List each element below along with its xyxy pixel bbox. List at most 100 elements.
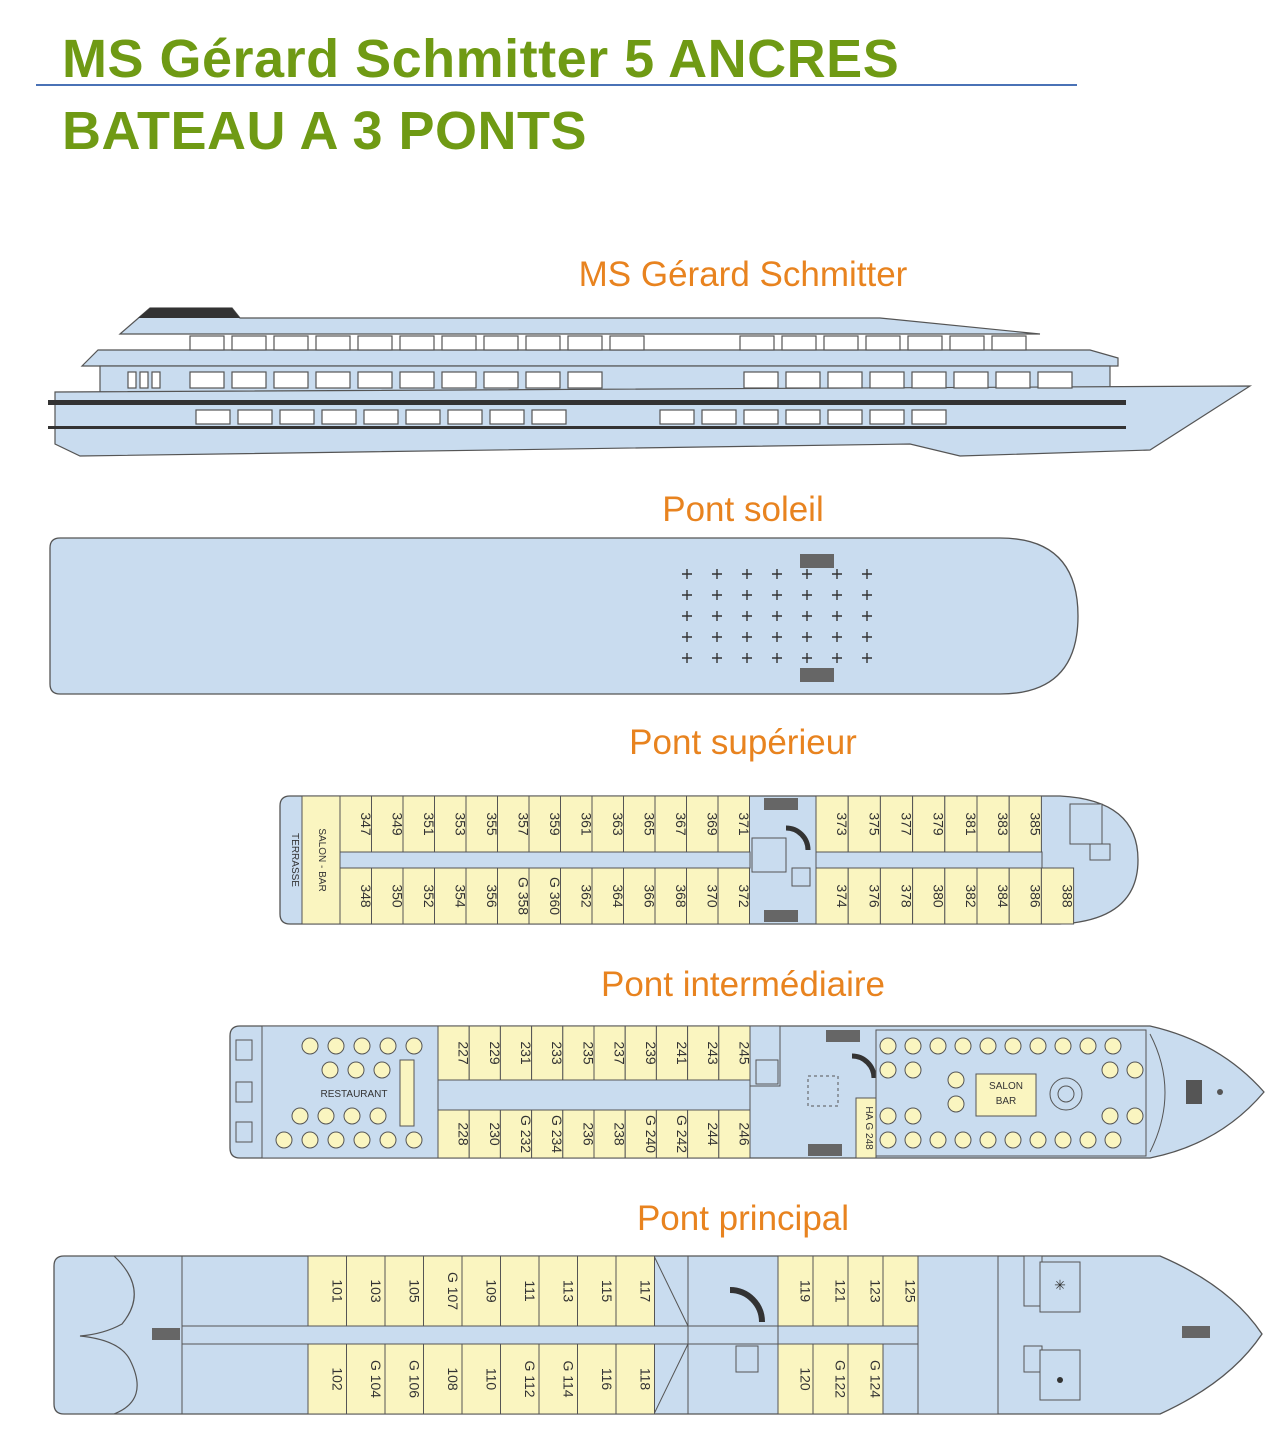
cabin <box>654 795 687 853</box>
sunlounger-mark <box>832 569 842 579</box>
porthole-window <box>315 335 351 351</box>
lounge-table <box>904 1107 922 1125</box>
sunlounger-mark <box>862 590 872 600</box>
cabin-number: 110 <box>483 1368 499 1391</box>
dining-table <box>369 1107 387 1125</box>
sunlounger-mark <box>682 632 692 642</box>
cabin-number: 119 <box>798 1280 814 1303</box>
dining-table <box>321 1061 339 1079</box>
cabin <box>339 795 372 853</box>
cabin <box>624 1109 657 1159</box>
cabin <box>1008 795 1042 853</box>
porthole-window <box>357 371 393 389</box>
porthole-window <box>659 409 695 425</box>
cabin <box>623 795 656 853</box>
dining-table <box>291 1107 309 1125</box>
cabin-number: G 234 <box>549 1115 565 1153</box>
lounge-table <box>954 1037 972 1055</box>
cabin <box>560 795 593 853</box>
sunlounger-mark <box>712 653 722 663</box>
cabin-number: 115 <box>599 1280 615 1303</box>
cabin-number: 347 <box>358 812 374 836</box>
lounge-table <box>1054 1037 1072 1055</box>
sunlounger-mark <box>682 569 692 579</box>
page-title-line1: MS Gérard Schmitter 5 ANCRES <box>62 29 900 89</box>
porthole-window <box>279 409 315 425</box>
cabin-number: G 104 <box>368 1360 384 1398</box>
cabin-number: 111 <box>522 1280 538 1301</box>
porthole-window <box>827 371 863 389</box>
dining-table <box>405 1131 423 1149</box>
cabin-number: G 106 <box>406 1360 422 1398</box>
page-title-line2: BATEAU A 3 PONTS <box>62 101 588 161</box>
cabin-number: 102 <box>329 1367 345 1391</box>
cabin <box>655 1109 689 1159</box>
porthole-window <box>525 371 561 389</box>
cabin <box>718 1025 751 1081</box>
dining-table <box>353 1037 371 1055</box>
cabin-number: 359 <box>547 812 563 836</box>
cabin-number: 241 <box>674 1041 690 1065</box>
cabin-special: HA G 248 <box>863 1106 874 1150</box>
porthole-window <box>139 371 149 389</box>
lounge-table <box>879 1131 897 1149</box>
cabin <box>402 795 435 853</box>
lounge-table <box>954 1131 972 1149</box>
sunlounger-mark <box>862 632 872 642</box>
cabin-number: 374 <box>834 884 850 908</box>
cabin-number: 361 <box>578 812 594 836</box>
sunlounger-mark <box>772 611 782 621</box>
cabin <box>654 867 687 925</box>
cabin <box>371 867 404 925</box>
cabin-number: 385 <box>1027 812 1043 836</box>
snowflake-icon: ✳ <box>1054 1277 1066 1293</box>
cabin <box>371 795 404 853</box>
porthole-window <box>441 371 477 389</box>
lounge-table <box>904 1037 922 1055</box>
porthole-window <box>743 371 779 389</box>
cabin-number: 367 <box>673 812 689 836</box>
lounge-table <box>947 1095 965 1113</box>
dining-table <box>317 1107 335 1125</box>
porthole-window <box>991 335 1027 351</box>
cabin <box>879 867 914 925</box>
cabin-number: 125 <box>903 1279 919 1303</box>
cabin-number: 369 <box>704 812 720 836</box>
porthole-window <box>363 409 399 425</box>
cabin <box>307 1343 347 1415</box>
porthole-window <box>995 371 1031 389</box>
cabin <box>912 795 946 853</box>
cabin <box>384 1343 424 1415</box>
sunlounger-mark <box>712 590 722 600</box>
cabin <box>847 867 881 925</box>
cabin-number: 353 <box>452 812 468 836</box>
cabin <box>402 867 435 925</box>
sunlounger-mark <box>742 653 752 663</box>
porthole-window <box>231 335 267 351</box>
porthole-window <box>911 409 947 425</box>
sunlounger-mark <box>802 653 812 663</box>
cabin-number: 364 <box>610 884 626 908</box>
cabin-number: 237 <box>612 1041 628 1065</box>
cabin-number: 243 <box>705 1041 721 1065</box>
cabin-number: 108 <box>445 1367 461 1391</box>
porthole-window <box>237 409 273 425</box>
cabin <box>718 1109 751 1159</box>
restaurant-label: RESTAURANT <box>320 1089 387 1100</box>
sunlounger-mark <box>832 611 842 621</box>
cabin <box>434 795 467 853</box>
cabin <box>437 1025 470 1081</box>
cabin-number: G 240 <box>643 1115 659 1153</box>
lounge-table <box>1054 1131 1072 1149</box>
cabin-number: 231 <box>518 1041 534 1065</box>
porthole-window <box>151 371 161 389</box>
cabin-number: 351 <box>421 812 437 836</box>
cabin-number: 113 <box>560 1280 576 1303</box>
superieur-label: Pont supérieur <box>629 723 857 762</box>
sunlounger-mark <box>772 590 782 600</box>
cabin <box>500 1343 540 1415</box>
porthole-window <box>869 409 905 425</box>
